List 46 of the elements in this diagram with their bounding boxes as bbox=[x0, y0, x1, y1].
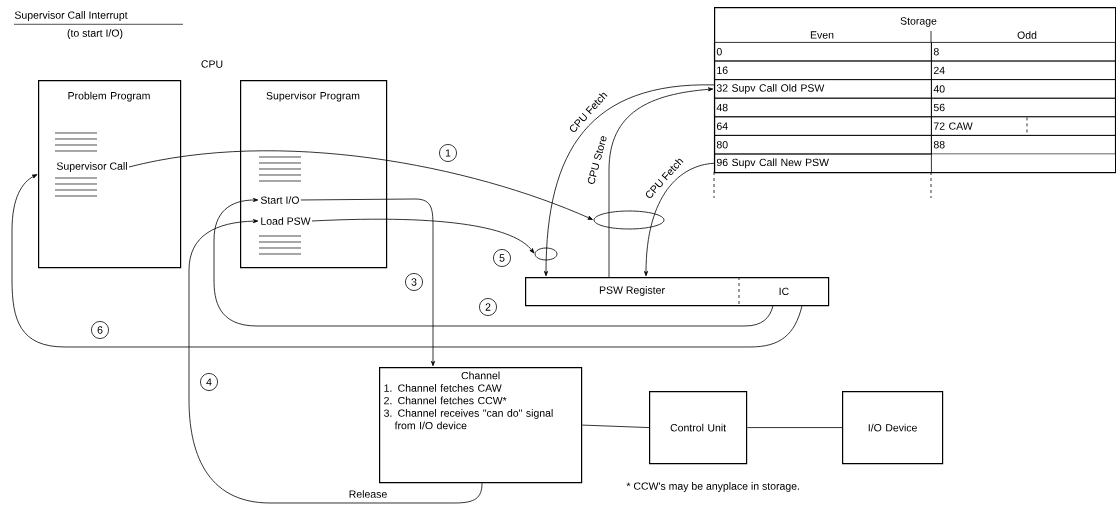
storage-cell: 88 bbox=[931, 135, 1116, 155]
channel-box: Channel 1. Channel fetches CAW 2. Channel fetches CCW* 3. Channel receives "can do" signal from I/O device bbox=[379, 367, 583, 484]
arrow bbox=[128, 150, 593, 220]
storage-cell: 24 bbox=[931, 60, 1116, 80]
title: Supervisor Call Interrupt bbox=[14, 11, 128, 21]
storage-cell: 8 bbox=[931, 42, 1116, 62]
step-number: 4 bbox=[200, 373, 218, 391]
edge-label: CPU Store bbox=[585, 133, 609, 187]
step-number: 6 bbox=[91, 321, 109, 339]
register-field: IC bbox=[738, 276, 789, 307]
arrow bbox=[608, 87, 714, 278]
arrow bbox=[644, 162, 715, 277]
arrow bbox=[544, 84, 715, 277]
section-label: CPU bbox=[201, 60, 223, 68]
storage-cell: 64 bbox=[714, 116, 932, 136]
storage-cell: 40 bbox=[931, 79, 1116, 99]
device-box: Control Unit bbox=[649, 391, 748, 465]
step-number: 2 bbox=[479, 298, 497, 316]
arrow bbox=[311, 218, 535, 254]
step-number: 3 bbox=[405, 273, 423, 291]
program-step: Start I/O bbox=[260, 196, 299, 204]
storage-cell: 16 bbox=[714, 60, 932, 80]
storage-cell: 72 CAW bbox=[931, 116, 1116, 136]
storage-cell: 0 bbox=[714, 42, 932, 62]
node-label: Storage bbox=[900, 17, 937, 27]
device-box: I/O Device bbox=[842, 391, 944, 465]
step-number: 1 bbox=[439, 144, 457, 162]
subtitle: (to start I/O) bbox=[67, 29, 123, 39]
arrow bbox=[11, 174, 803, 348]
arrow bbox=[300, 198, 435, 367]
storage-cell: 32 Supv Call Old PSW bbox=[714, 79, 932, 99]
footnote: * CCW's may be anyplace in storage. bbox=[626, 482, 799, 492]
storage-cell: 80 bbox=[714, 135, 932, 155]
node-label: Even bbox=[810, 31, 834, 39]
arrow bbox=[188, 219, 483, 504]
storage-cell: 48 bbox=[714, 97, 932, 118]
node-label: Odd bbox=[1017, 31, 1037, 39]
junction-ellipse bbox=[593, 210, 665, 230]
storage-cell: 96 Supv Call New PSW bbox=[714, 153, 932, 173]
arrow bbox=[213, 198, 774, 327]
program-step: Supervisor Call bbox=[56, 162, 127, 172]
step-number: 5 bbox=[493, 249, 511, 267]
release-label: Release bbox=[349, 490, 387, 498]
program-step: Load PSW bbox=[261, 217, 311, 225]
storage-cell: 56 bbox=[931, 97, 1116, 118]
junction-ellipse bbox=[534, 247, 558, 261]
